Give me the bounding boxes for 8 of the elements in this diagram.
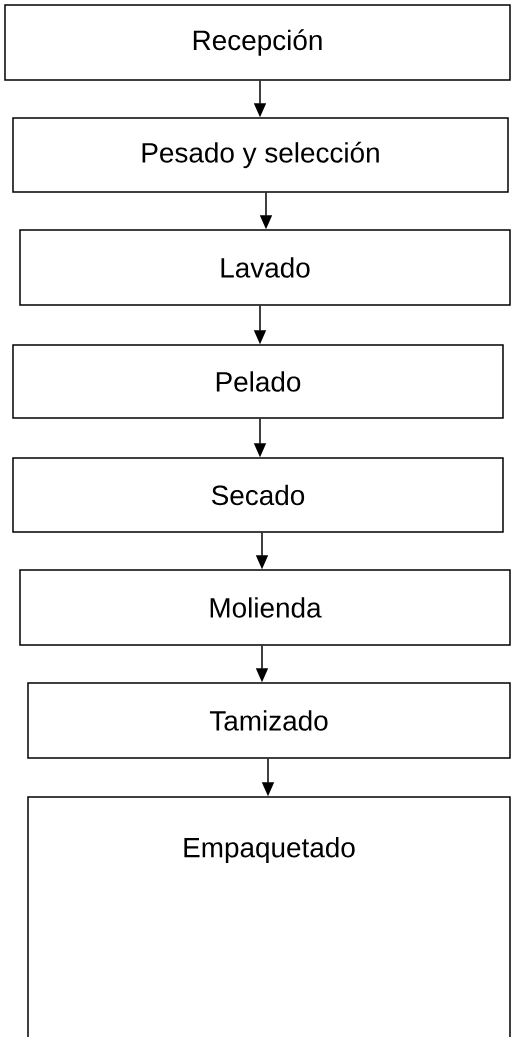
process-box: Secado [12,457,504,533]
process-box: Molienda [19,569,511,646]
process-box: Tamizado [27,682,511,759]
process-box: Empaquetado [27,796,511,1037]
process-box: Lavado [19,229,511,306]
process-box: Pesado y selección [12,117,509,193]
process-box: Recepción [4,4,511,81]
process-box: Pelado [12,344,504,419]
